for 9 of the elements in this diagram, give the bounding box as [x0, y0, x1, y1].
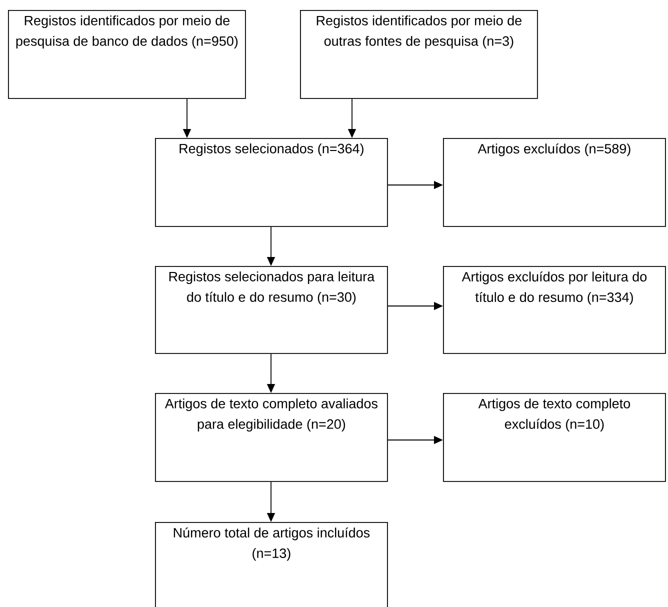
- process-box: Número total de artigos incluídos (n=13): [155, 522, 388, 607]
- process-box: Artigos de texto completo excluídos (n=10): [443, 393, 666, 482]
- process-box: Artigos de texto completo avaliados para elegibilidade (n=20): [155, 393, 388, 482]
- process-box: Artigos excluídos por leitura do título e do resumo (n=334): [443, 266, 666, 354]
- process-box: Registos selecionados (n=364): [155, 138, 388, 227]
- process-box: Registos selecionados para leitura do título e do resumo (n=30): [155, 266, 388, 354]
- process-box: Registos identificados por meio de pesquisa de banco de dados (n=950): [8, 10, 246, 99]
- process-box: Registos identificados por meio de outras fontes de pesquisa (n=3): [300, 10, 538, 99]
- process-box: Artigos excluídos (n=589): [443, 138, 666, 227]
